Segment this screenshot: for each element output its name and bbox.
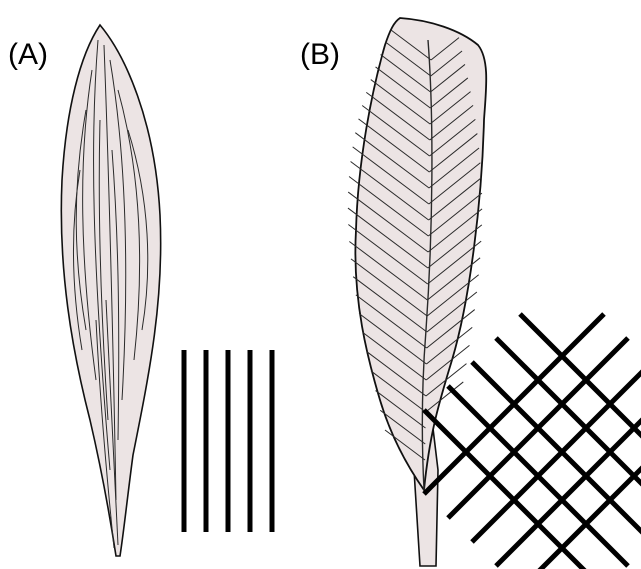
leaf-a-outline bbox=[61, 25, 160, 556]
leaf-b-outline bbox=[355, 18, 486, 490]
pinnate-veined-leaf bbox=[348, 18, 486, 566]
crossed-venation-icon bbox=[424, 314, 641, 569]
panel-b-label: (B) bbox=[300, 38, 340, 71]
panel-a: (A) bbox=[8, 25, 272, 556]
parallel-venation-icon bbox=[184, 350, 272, 532]
panel-b: (B) bbox=[300, 18, 641, 569]
panel-a-label: (A) bbox=[8, 38, 48, 71]
parallel-veined-leaf bbox=[61, 25, 160, 556]
